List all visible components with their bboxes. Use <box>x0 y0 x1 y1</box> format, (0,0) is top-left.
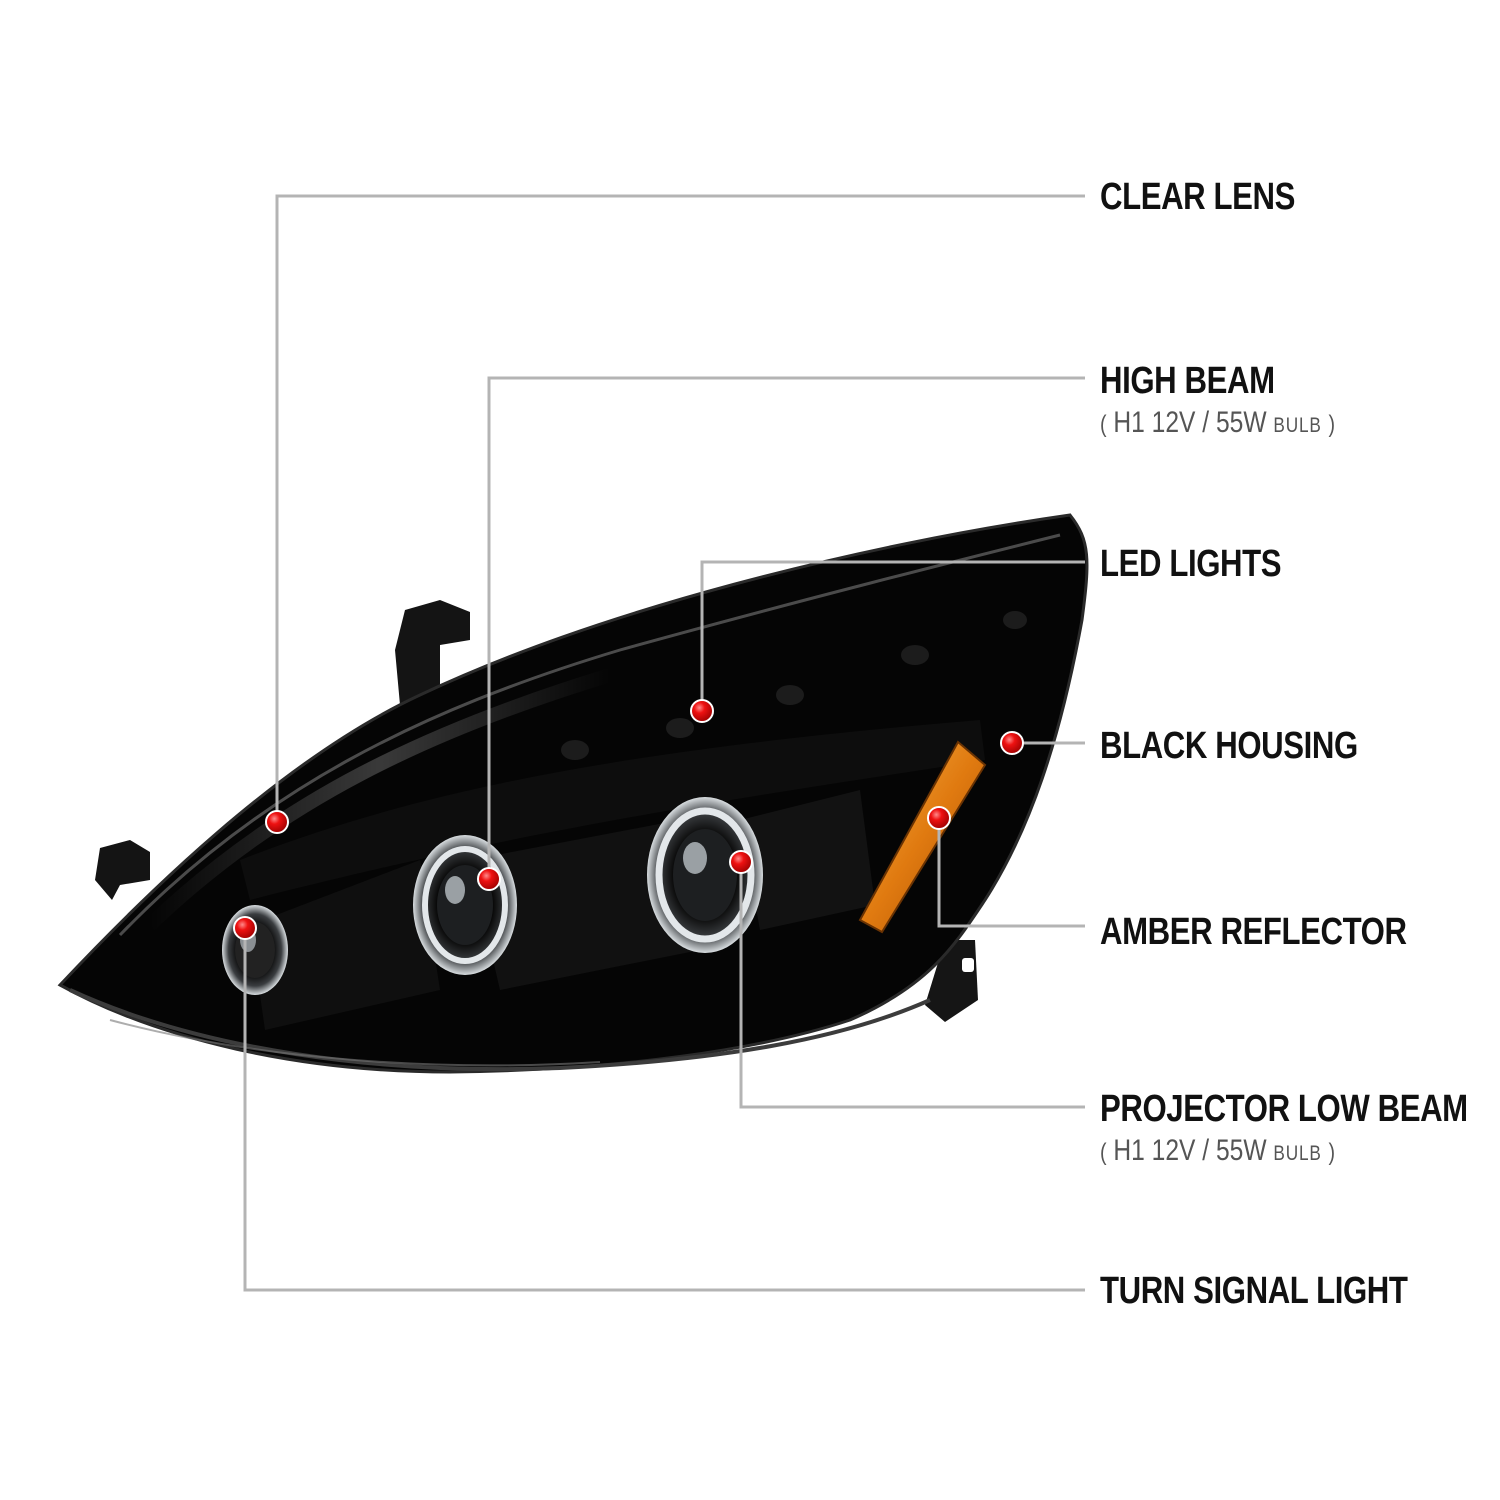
amber-reflector-lens <box>858 740 987 934</box>
turn-signal-lamp <box>222 905 288 995</box>
callout-high-beam: HIGH BEAM <box>1100 360 1275 402</box>
callout-black-housing: BLACK HOUSING <box>1100 725 1358 767</box>
low-beam-projector <box>647 797 763 953</box>
leader-lines <box>243 194 1085 1292</box>
red-dot-icon <box>233 916 257 940</box>
red-dot-icon <box>690 699 714 723</box>
low-beam-bulb-spec: ( H1 12V / 55W BULB ) <box>1100 1134 1336 1167</box>
red-dot-icon <box>1000 731 1024 755</box>
callout-led-lights: LED LIGHTS <box>1100 543 1282 585</box>
callout-clear-lens: CLEAR LENS <box>1100 176 1295 218</box>
red-dot-icon <box>477 867 501 891</box>
red-dot-icon <box>265 810 289 834</box>
callout-projector-low-beam: PROJECTOR LOW BEAM <box>1100 1088 1468 1130</box>
callout-turn-signal-light: TURN SIGNAL LIGHT <box>1100 1270 1408 1312</box>
red-dot-icon <box>729 850 753 874</box>
high-beam-projector <box>413 835 517 975</box>
mounting-tabs <box>95 600 978 1022</box>
led-dimples <box>561 611 1027 760</box>
high-beam-bulb-spec: ( H1 12V / 55W BULB ) <box>1100 406 1336 439</box>
callout-amber-reflector: AMBER REFLECTOR <box>1100 911 1407 953</box>
red-dot-icon <box>927 806 951 830</box>
callout-markers <box>233 699 1024 940</box>
